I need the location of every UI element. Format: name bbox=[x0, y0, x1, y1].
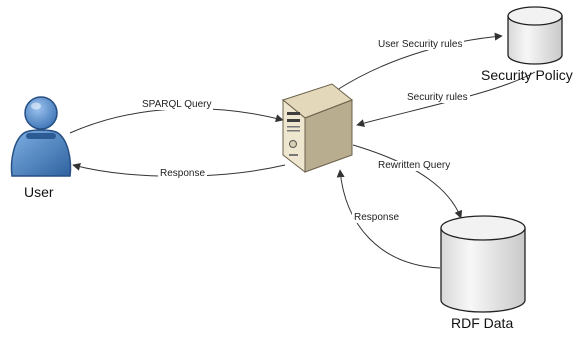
label-user-security-rules: User Security rules bbox=[376, 39, 465, 50]
edge-sparql-query bbox=[69, 108, 284, 134]
edge-rewritten-query bbox=[352, 144, 463, 219]
label-rewritten-query: Rewritten Query bbox=[376, 160, 453, 171]
edge-user-security-rules bbox=[336, 32, 503, 91]
database-icon-security-policy bbox=[507, 6, 563, 65]
label-security-rules: Security rules bbox=[405, 92, 470, 103]
user-icon bbox=[10, 96, 72, 177]
node-label-rdf-data: RDF Data bbox=[451, 315, 514, 331]
node-label-security-policy: Security Policy bbox=[481, 67, 573, 83]
label-response-to-user: Response bbox=[158, 168, 208, 179]
server-icon bbox=[281, 83, 353, 174]
edge-response-from-data bbox=[336, 169, 441, 269]
label-response-from-data: Response bbox=[352, 212, 402, 223]
database-icon-rdf-data bbox=[440, 215, 526, 313]
node-label-user: User bbox=[24, 184, 54, 200]
label-sparql-query: SPARQL Query bbox=[140, 99, 214, 110]
